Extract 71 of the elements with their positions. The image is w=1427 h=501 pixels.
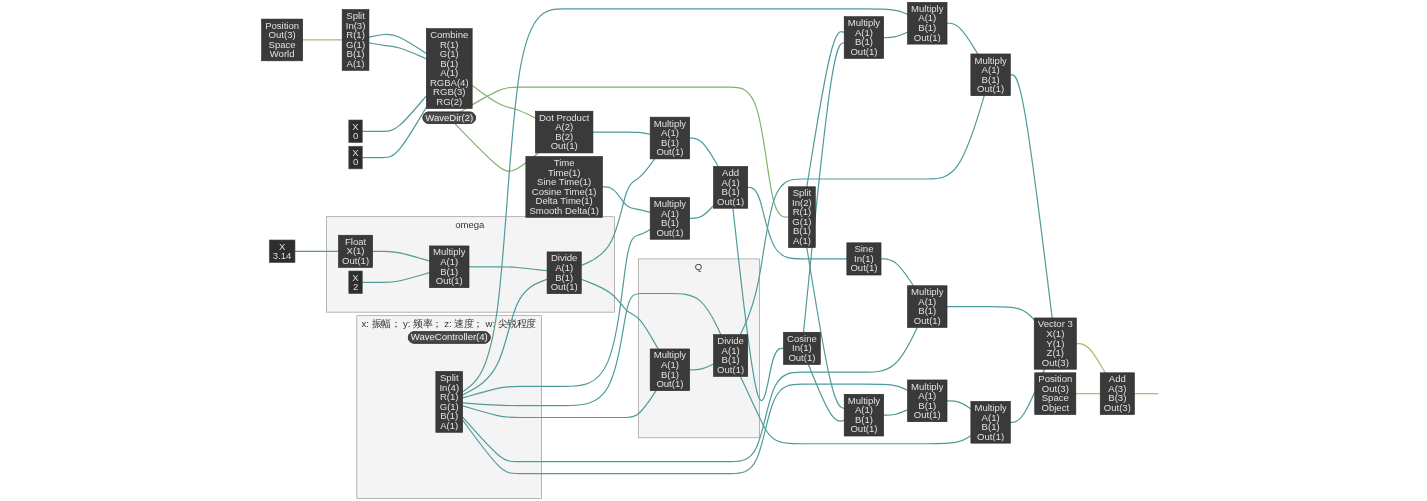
- connector: [462, 326, 918, 463]
- node-box: Time Time(1) Sine Time(1) Cosine Time(1) Delta Time(1) Smooth Delta(1): [525, 156, 603, 218]
- connector: [580, 278, 659, 350]
- connector: [1075, 343, 1106, 374]
- connector: [601, 186, 651, 214]
- node-box: Combine R(1) G(1) B(1) A(1) RGBA(4) RGB(3) RG(2): [426, 28, 473, 109]
- node-box: Position Out(3) Space Object: [1034, 372, 1077, 415]
- connector: [880, 258, 914, 287]
- connector: [1009, 74, 1053, 319]
- connector: [454, 123, 539, 172]
- connector: [689, 363, 715, 371]
- connector: [368, 33, 427, 55]
- connector: [471, 84, 536, 119]
- node-box: Split In(4) R(1) G(1) B(1) A(1): [435, 371, 463, 433]
- connector: [592, 131, 651, 135]
- node-box: Add A(1) B(1) Out(1): [713, 166, 748, 209]
- node-box: Split In(2) R(1) G(1) B(1) A(1): [788, 186, 816, 248]
- connector: [462, 292, 722, 407]
- connector: [946, 400, 972, 410]
- connector: [806, 31, 845, 188]
- connector: [462, 390, 657, 419]
- node-box: Float X(1) Out(1): [338, 234, 373, 268]
- node-box: Position Out(3) Space World: [261, 18, 303, 62]
- node-box: Cosine In(1) Out(1): [783, 331, 821, 365]
- node-box: Multiply A(1) B(1) Out(1): [907, 285, 948, 328]
- connector: [372, 250, 431, 262]
- node-box: Split In(3) R(1) G(1) B(1) A(1): [341, 9, 370, 71]
- connector: [294, 250, 340, 252]
- connector: [739, 375, 972, 445]
- connector: [883, 409, 909, 416]
- connector: [1075, 393, 1101, 395]
- connector: [806, 247, 845, 410]
- connector: [468, 266, 548, 272]
- node-box: X 0: [348, 119, 363, 143]
- connector: [361, 106, 427, 159]
- node-box: Divide A(1) B(1) Out(1): [546, 251, 582, 294]
- connector: [689, 205, 715, 219]
- connector: [1133, 393, 1159, 395]
- connector: [689, 137, 719, 168]
- node-box: Multiply A(1) B(1) Out(1): [907, 2, 948, 45]
- connector: [462, 228, 651, 399]
- node-box: X 0: [348, 145, 363, 170]
- connector: [462, 383, 909, 475]
- node-box: Multiply A(1) B(1) Out(1): [907, 379, 948, 422]
- node-box: Sine In(1) Out(1): [846, 242, 882, 276]
- node-box: X 3.14: [268, 239, 296, 263]
- node-box: X 2: [348, 270, 363, 294]
- node-box: Multiply A(1) B(1) Out(1): [649, 348, 690, 391]
- node-box: Multiply A(1) B(1) Out(1): [970, 53, 1011, 96]
- connector: [361, 272, 431, 283]
- node-box: Multiply A(1) B(1) Out(1): [843, 393, 884, 437]
- connector: [739, 95, 985, 336]
- connector: [462, 278, 548, 396]
- node-box: Multiply A(1) B(1) Out(1): [649, 197, 690, 240]
- node-box: Vector 3 X(1) Y(1) Z(1) Out(3): [1033, 317, 1077, 370]
- node-box: Divide A(1) B(1) Out(1): [713, 334, 748, 377]
- connector: [732, 207, 785, 402]
- connector: [946, 22, 979, 55]
- node-box: Multiply A(1) B(1) Out(1): [429, 245, 470, 288]
- node-box: Multiply A(1) B(1) Out(1): [843, 16, 884, 59]
- connector: [946, 306, 1035, 321]
- connector: [302, 39, 343, 41]
- connector: [807, 363, 845, 422]
- connector: [361, 95, 427, 132]
- node-box: Multiply A(1) B(1) Out(1): [649, 116, 690, 160]
- connector: [368, 42, 427, 60]
- connector: [580, 158, 656, 267]
- node-box: Add A(3) B(3) Out(3): [1099, 372, 1135, 415]
- node-box: Multiply A(1) B(1) Out(1): [970, 401, 1011, 444]
- node-box: Dot Product A(2) B(2) Out(1): [535, 110, 594, 154]
- connector: [883, 31, 909, 39]
